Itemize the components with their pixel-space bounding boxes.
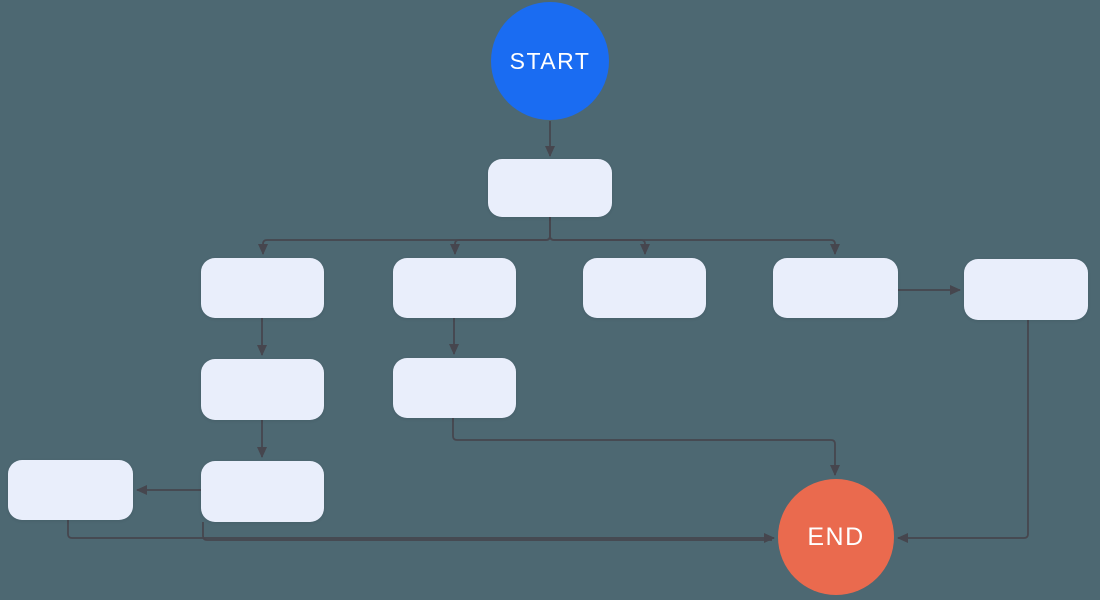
flow-node-node-1[interactable] xyxy=(488,159,612,217)
flow-node-label-end: END xyxy=(807,522,865,551)
flow-node-start[interactable]: START xyxy=(491,2,609,120)
flow-node-node-5[interactable] xyxy=(773,258,898,318)
edge-node-8-to-end xyxy=(452,418,840,476)
flow-node-node-9[interactable] xyxy=(201,461,324,522)
flow-node-node-3[interactable] xyxy=(393,258,516,318)
flow-node-node-6[interactable] xyxy=(964,259,1088,320)
edge-node-1-to-node-2 xyxy=(258,217,551,255)
edge-node-1-to-node-5 xyxy=(549,217,840,255)
edge-node-10-to-end xyxy=(67,520,775,543)
edge-node-6-to-end xyxy=(897,320,1029,543)
edge-node-9-to-end xyxy=(202,522,772,541)
flow-node-node-2[interactable] xyxy=(201,258,324,318)
edge-node-1-to-node-4 xyxy=(549,217,650,255)
flow-node-label-start: START xyxy=(509,47,591,74)
flow-node-node-10[interactable] xyxy=(8,460,133,520)
flow-node-node-7[interactable] xyxy=(201,359,324,420)
flow-node-end[interactable]: END xyxy=(778,479,894,595)
flow-node-node-4[interactable] xyxy=(583,258,706,318)
flow-node-node-8[interactable] xyxy=(393,358,516,418)
edge-node-1-to-node-3 xyxy=(450,217,551,255)
